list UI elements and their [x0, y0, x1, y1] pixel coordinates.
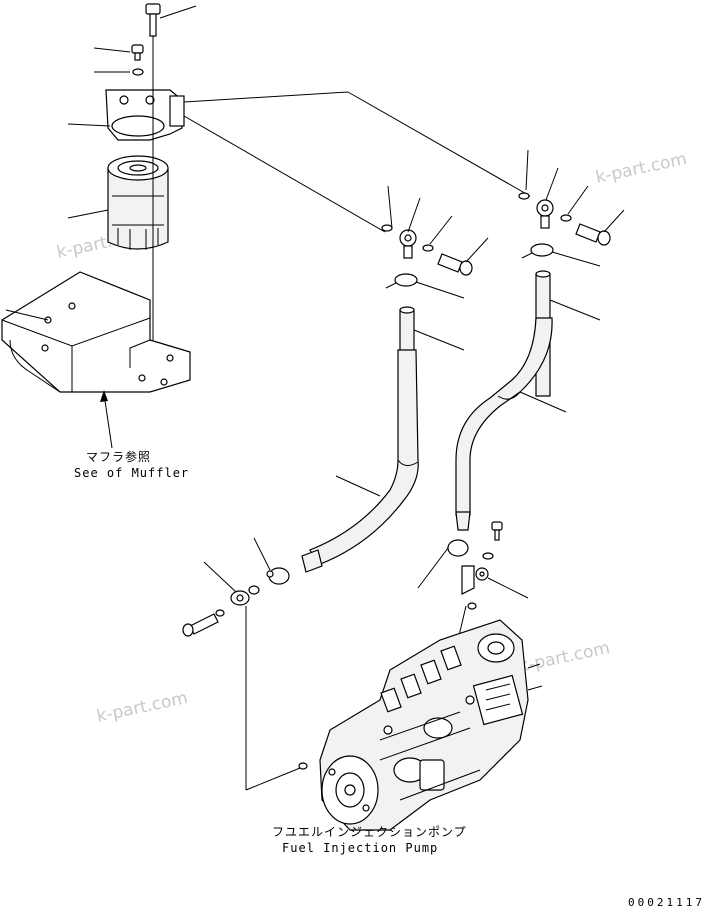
right-hose-group: [417, 149, 625, 641]
watermark: k-part.com: [517, 638, 612, 677]
filter-washer: [132, 68, 144, 76]
eye-joint-left: [399, 229, 417, 259]
watermark: k-part.com: [95, 688, 190, 727]
muffler-label-en: See of Muffler: [74, 466, 189, 480]
inlet-bolt: [182, 613, 219, 637]
pump-label-jp: フユエルインジェクションポンプ: [272, 825, 467, 839]
filter-fuel-lines: [183, 91, 531, 233]
leader-lines-left: [5, 5, 197, 321]
muffler-label-jp: マフラ参照: [86, 449, 151, 464]
hose-clamp-lower-left: [266, 567, 290, 585]
eye-joint-right: [536, 199, 554, 229]
filter-head: [105, 89, 185, 141]
fuel-filter-assembly: [105, 3, 185, 340]
pump-inlet-connection: [182, 537, 308, 791]
filter-bolt: [145, 3, 161, 37]
hose-clamp-left: [385, 273, 418, 289]
watermark: k-part.com: [594, 149, 689, 188]
drawing-code: 00021117: [628, 896, 705, 909]
fuel-injection-pump: [319, 619, 543, 831]
pump-label-en: Fuel Injection Pump: [282, 841, 438, 855]
filter-bracket: [1, 271, 191, 449]
banjo-bolt-left: [437, 253, 473, 276]
banjo-bolt-right: [575, 223, 611, 246]
hose-clamp-right: [521, 243, 554, 259]
filter-small-bolt: [131, 44, 144, 61]
filter-cartridge: [107, 155, 169, 250]
fitting-lower-right: [447, 521, 503, 610]
left-hose-group: [266, 185, 489, 585]
